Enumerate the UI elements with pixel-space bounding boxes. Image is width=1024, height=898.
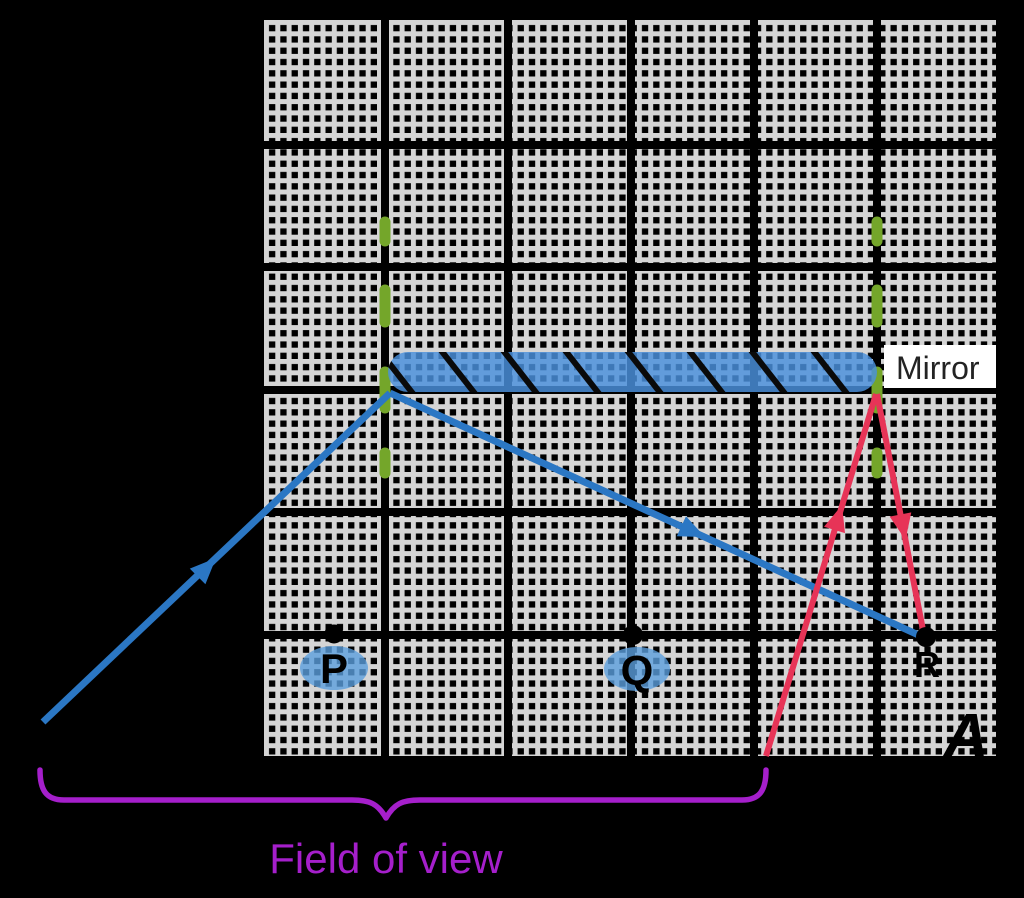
- red-ray-reflected-arrowhead: [889, 512, 912, 540]
- blue-ray: [40, 389, 927, 725]
- field-of-view-caption: Field of view: [269, 835, 503, 882]
- hatch-line: [747, 352, 789, 392]
- point-q-label: Q: [621, 647, 654, 694]
- point-p-dot: [324, 624, 344, 644]
- hatch-line: [685, 352, 727, 392]
- blue-ray-reflected: [388, 389, 927, 642]
- mirror-label-box: Mirror: [884, 345, 996, 388]
- hatch-line: [809, 352, 851, 392]
- point-r-dot: [916, 627, 936, 647]
- blue-ray-incident-arrowhead: [189, 558, 216, 585]
- red-ray-incident-arrowhead: [824, 505, 845, 534]
- red-ray-reflected: [874, 393, 926, 631]
- hatch-line: [623, 352, 665, 392]
- field-of-view-brace: [37, 767, 769, 821]
- point-p-highlight: [300, 646, 368, 690]
- mirror-label-text: Mirror: [896, 350, 980, 386]
- mirror-hatching: [388, 352, 877, 392]
- hatch-line: [388, 352, 417, 392]
- hatch-line: [437, 352, 479, 392]
- point-p-label: P: [320, 645, 348, 692]
- mirror-bar: [388, 352, 877, 392]
- point-r-label: R: [914, 644, 940, 685]
- red-ray: [763, 393, 926, 757]
- hatch-line: [561, 352, 603, 392]
- red-ray-incident: [763, 393, 879, 757]
- point-q-dot: [623, 625, 643, 645]
- mirror-label-background: [884, 345, 996, 388]
- blue-ray-reflected-arrowhead: [676, 516, 705, 537]
- hatch-line: [499, 352, 541, 392]
- observer-a-icon: A: [942, 702, 989, 771]
- point-q-highlight: [604, 647, 670, 691]
- blue-ray-incident: [40, 390, 393, 725]
